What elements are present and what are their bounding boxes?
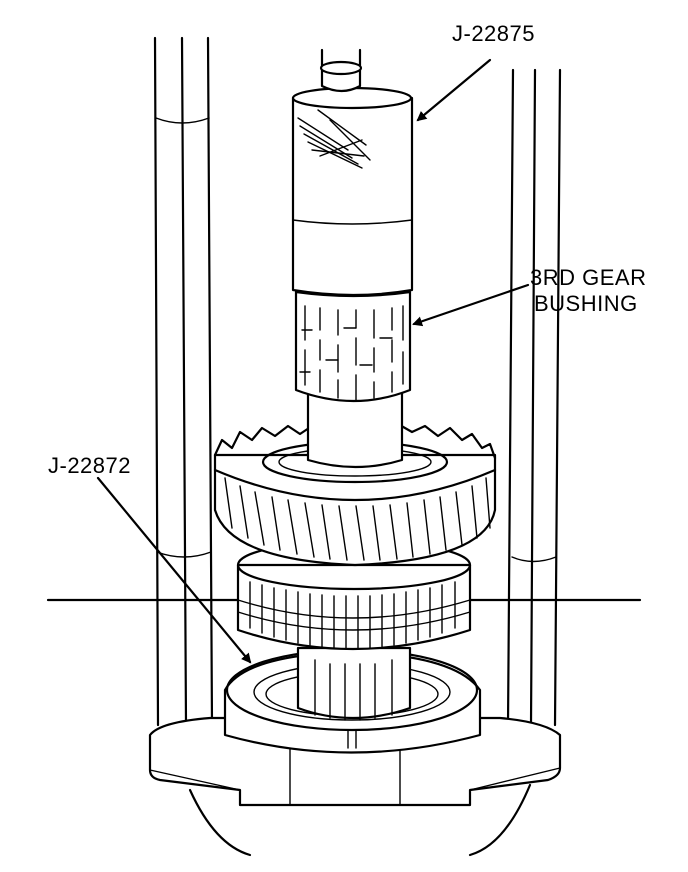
left-press-post (153, 36, 214, 727)
j22875-installer (291, 48, 414, 469)
arrow-bushing (412, 283, 530, 327)
third-gear (213, 422, 497, 567)
label-3rd-gear: 3RD GEAR (530, 265, 647, 290)
label-j22872: J-22872 (48, 453, 132, 478)
leader-arrows (96, 58, 530, 664)
right-press-post (506, 68, 562, 727)
label-bushing: BUSHING (534, 291, 638, 316)
arrow-j22875 (416, 58, 492, 122)
label-j22875: J-22875 (452, 21, 536, 46)
arrow-j22872 (96, 476, 252, 664)
lower-shaft (296, 646, 412, 721)
